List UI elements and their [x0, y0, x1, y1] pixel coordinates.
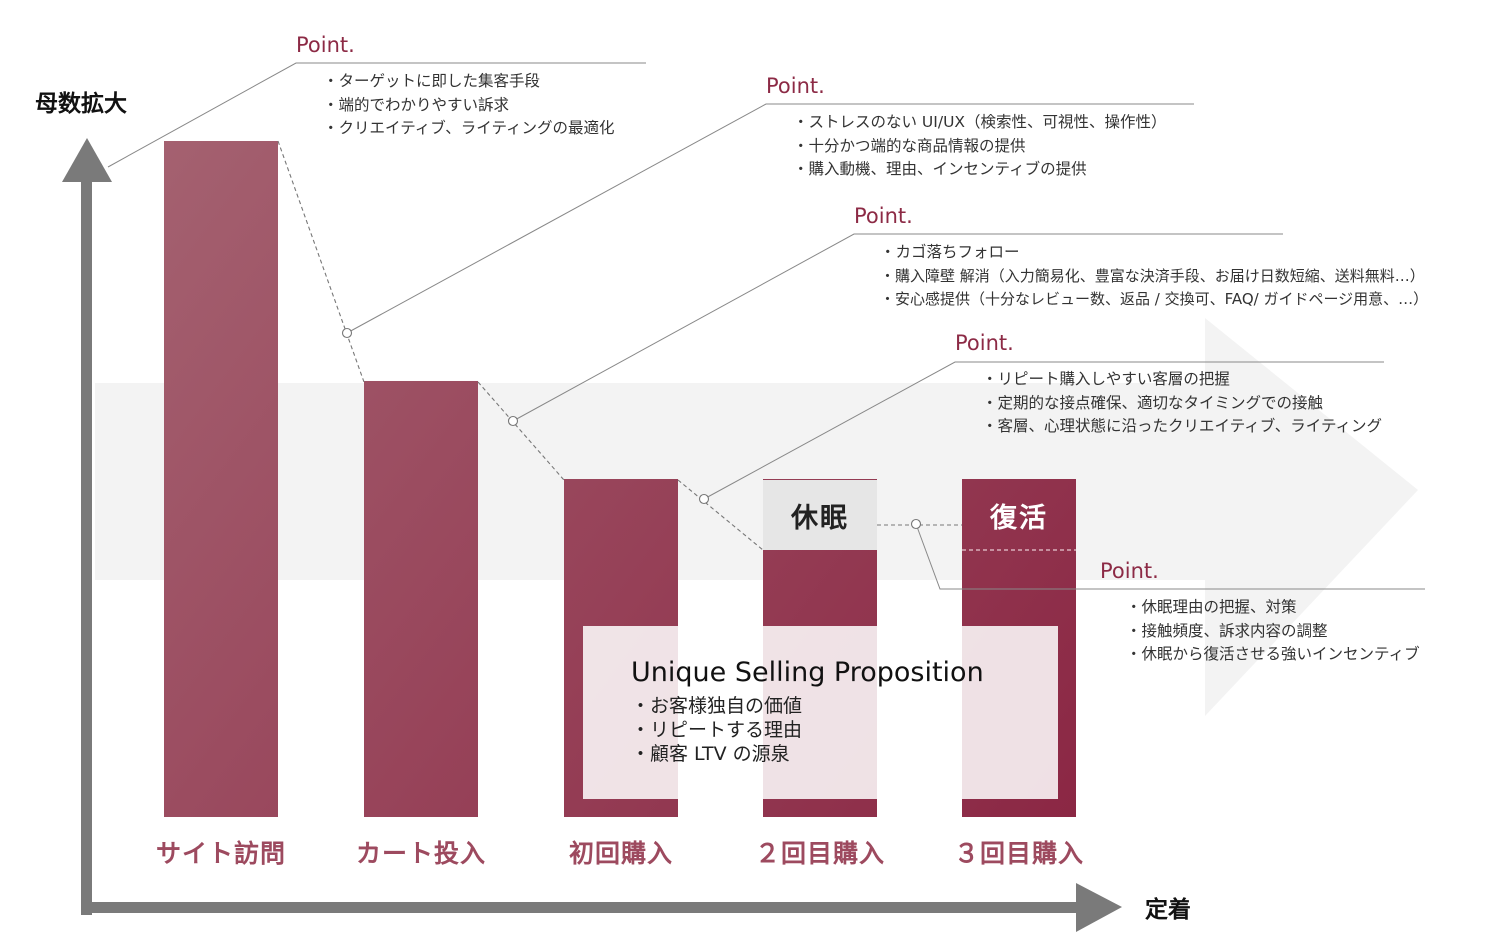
point-items: ・ストレスのない UI/UX（検索性、可視性、操作性） ・十分かつ端的な商品情報…: [793, 111, 1167, 182]
dormant-tag: 休眠: [791, 502, 849, 534]
leader-point-1: [107, 62, 646, 168]
leader-point-5: [915, 523, 1425, 590]
leader-point-2: [346, 103, 1194, 334]
point-item: ・クリエイティブ、ライティングの最適化: [323, 119, 615, 137]
usp-items: ・お客様独自の価値 ・リピートする理由 ・顧客 LTV の源泉: [631, 694, 1058, 766]
point-callout-1: Point. ・ターゲットに即した集客手段 ・端的でわかりやすい訴求 ・クリエイ…: [296, 35, 615, 141]
point-item: ・休眠理由の把握、対策: [1126, 598, 1297, 616]
callout-leaders: [107, 62, 1425, 590]
point-item: ・端的でわかりやすい訴求: [323, 95, 510, 114]
y-axis-line: [81, 180, 92, 915]
usp-item: ・顧客 LTV の源泉: [631, 743, 790, 765]
anchor-dot-4: [910, 518, 922, 530]
point-title: Point.: [1100, 559, 1159, 583]
x-axis-label: 定着: [1145, 897, 1191, 923]
y-axis-arrowhead: [62, 138, 112, 182]
anchor-dots: [341, 327, 922, 530]
point-title: Point.: [296, 33, 355, 57]
funnel-connector-2: [477, 381, 565, 481]
funnel-connector-3: [677, 479, 764, 551]
point-item: ・定期的な接点確保、適切なタイミングでの接触: [982, 393, 1324, 412]
point-item: ・購入障壁 解消（入力簡易化、豊富な決済手段、お届け日数短縮、送料無料…）: [880, 266, 1425, 285]
usp-title: Unique Selling Proposition: [631, 657, 984, 688]
anchor-dot-3: [698, 493, 710, 505]
point-item: ・リピート購入しやすい客層の把握: [982, 370, 1230, 388]
point-item: ・ターゲットに即した集客手段: [323, 72, 541, 90]
bar-add-to-cart: [364, 380, 478, 817]
point-items: ・ターゲットに即した集客手段 ・端的でわかりやすい訴求 ・クリエイティブ、ライテ…: [323, 70, 615, 141]
point-callout-4: Point. ・リピート購入しやすい客層の把握 ・定期的な接点確保、適切なタイミ…: [955, 333, 1382, 439]
bar-site-visit: [164, 141, 278, 817]
point-callout-3: Point. ・カゴ落ちフォロー ・購入障壁 解消（入力簡易化、豊富な決済手段、…: [854, 206, 1428, 312]
point-item: ・カゴ落ちフォロー: [880, 243, 1020, 261]
anchor-dot-1: [341, 327, 353, 339]
point-item: ・客層、心理状態に沿ったクリエイティブ、ライティング: [982, 417, 1383, 435]
point-item: ・購入動機、理由、インセンティブの提供: [793, 160, 1087, 178]
leader-point-4: [703, 361, 1384, 500]
point-title: Point.: [854, 204, 913, 228]
usp-item: ・リピートする理由: [631, 719, 803, 741]
stage-label-third-purchase: ３回目購入: [953, 839, 1084, 868]
point-callout-2: Point. ・ストレスのない UI/UX（検索性、可視性、操作性） ・十分かつ…: [766, 76, 1167, 182]
point-callout-5: Point. ・休眠理由の把握、対策 ・接触頻度、訴求内容の調整 ・休眠から復活…: [1100, 561, 1420, 667]
leader-point-3: [512, 233, 1283, 422]
dormant-tag-bg: [763, 480, 877, 550]
point-items: ・休眠理由の把握、対策 ・接触頻度、訴求内容の調整 ・休眠から復活させる強いイン…: [1126, 596, 1420, 667]
point-items: ・リピート購入しやすい客層の把握 ・定期的な接点確保、適切なタイミングでの接触 …: [982, 368, 1382, 439]
usp-item: ・お客様独自の価値: [631, 695, 803, 717]
usp-box: Unique Selling Proposition ・お客様独自の価値 ・リピ…: [583, 626, 1058, 799]
stage-label-second-purchase: ２回目購入: [754, 839, 885, 868]
point-item: ・安心感提供（十分なレビュー数、返品 / 交換可、FAQ/ ガイドページ用意、……: [880, 290, 1429, 308]
point-title: Point.: [766, 74, 825, 98]
anchor-dot-2: [507, 415, 519, 427]
stage-label-first-purchase: 初回購入: [568, 839, 673, 868]
x-axis-line: [81, 902, 1081, 913]
point-item: ・接触頻度、訴求内容の調整: [1126, 621, 1328, 640]
point-item: ・ストレスのない UI/UX（検索性、可視性、操作性）: [793, 113, 1167, 131]
point-items: ・カゴ落ちフォロー ・購入障壁 解消（入力簡易化、豊富な決済手段、お届け日数短縮…: [880, 241, 1428, 312]
funnel-connector-1: [277, 140, 365, 383]
y-axis: [62, 138, 112, 915]
x-axis: [81, 883, 1122, 932]
stage-label-site-visit: サイト訪問: [155, 839, 286, 868]
revival-tag: 復活: [990, 502, 1048, 534]
point-item: ・十分かつ端的な商品情報の提供: [793, 136, 1026, 155]
y-axis-label: 母数拡大: [35, 91, 127, 117]
x-axis-arrowhead: [1076, 883, 1122, 932]
point-item: ・休眠から復活させる強いインセンティブ: [1126, 645, 1420, 663]
stage-label-add-to-cart: カート投入: [355, 839, 486, 868]
point-title: Point.: [955, 331, 1014, 355]
